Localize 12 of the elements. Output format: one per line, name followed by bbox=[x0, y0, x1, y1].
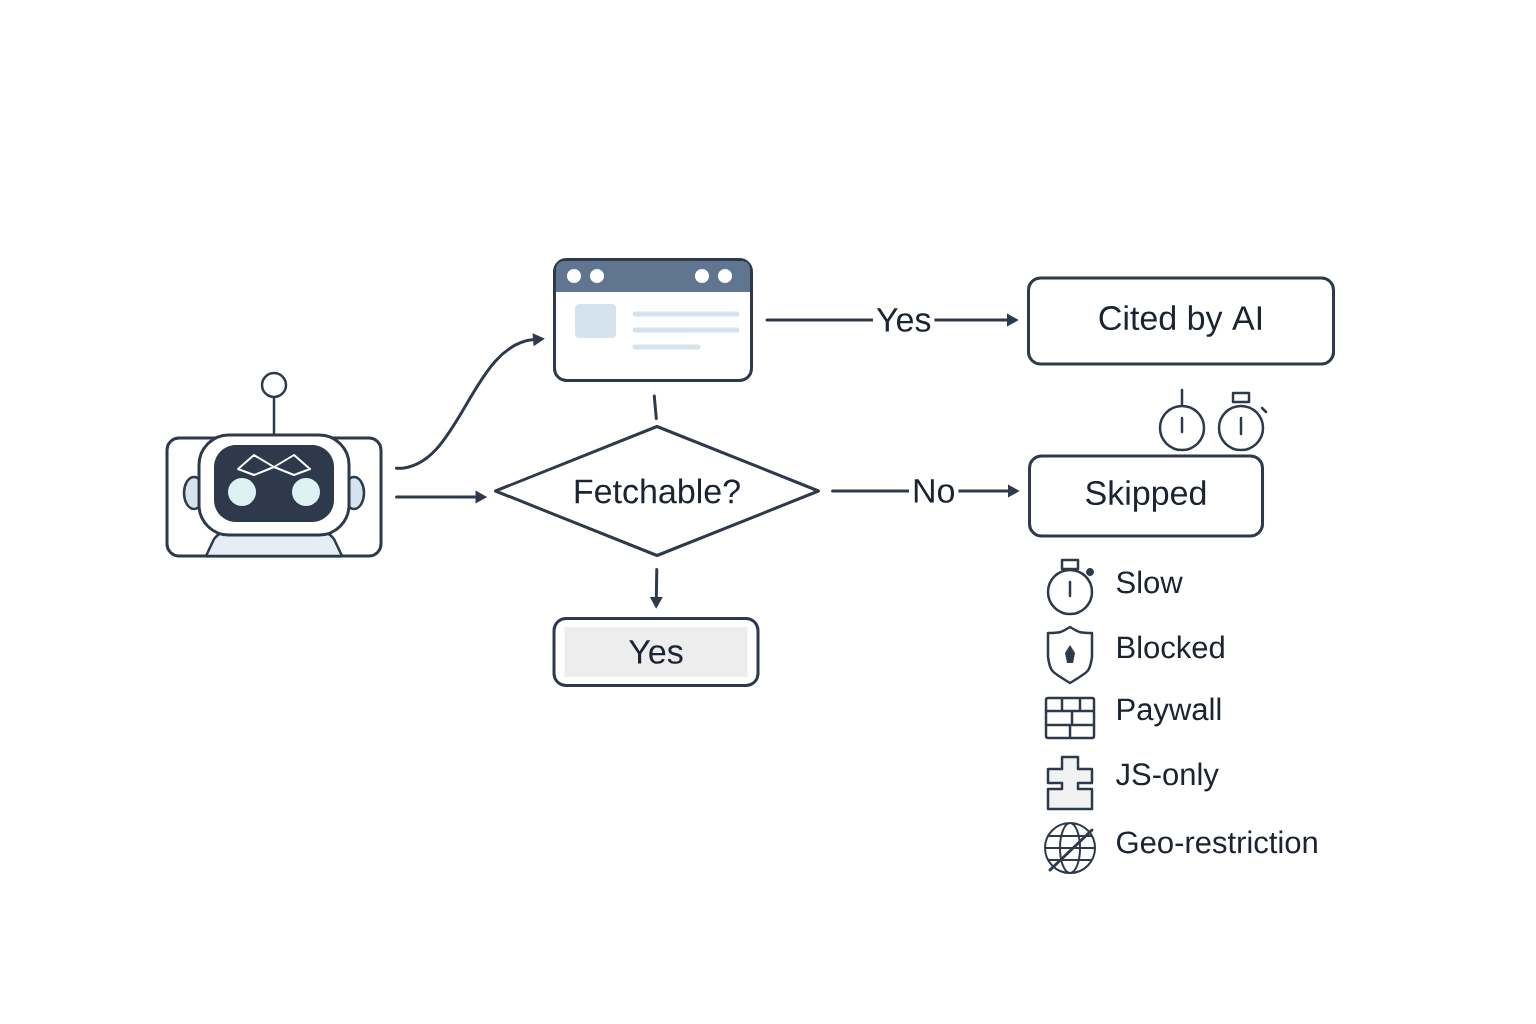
result-box: Skipped bbox=[1028, 454, 1264, 538]
legend-text: Geo-restriction bbox=[1117, 830, 1317, 854]
edge-label: No bbox=[909, 476, 959, 506]
legend-text: Slow bbox=[1116, 570, 1183, 594]
result-box: Cited by AI bbox=[1027, 276, 1335, 366]
edge-label: Yes bbox=[873, 305, 935, 335]
browser-window-drawing bbox=[553, 258, 753, 382]
legend-text: JS-only bbox=[1116, 762, 1219, 792]
legend-text: Paywall bbox=[1118, 697, 1221, 727]
legend-text: Blocked bbox=[1118, 635, 1224, 659]
result-box: Yes bbox=[552, 617, 760, 687]
robot-drawing bbox=[165, 371, 383, 558]
